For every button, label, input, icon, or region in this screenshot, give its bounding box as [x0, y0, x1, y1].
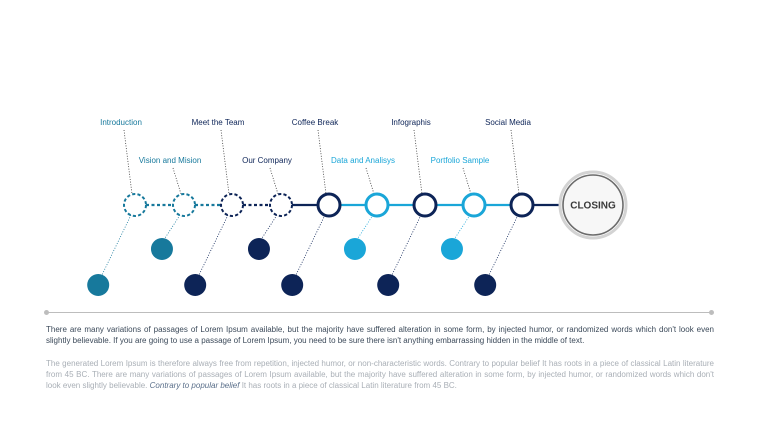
timeline-dot: [247, 238, 270, 260]
timeline-node: [269, 193, 293, 217]
timeline-label: Introduction: [100, 118, 142, 127]
timeline-dot: [377, 274, 400, 296]
label-leader: [413, 129, 423, 195]
timeline-label: Coffee Break: [292, 118, 340, 127]
dot-leader: [198, 214, 229, 277]
timeline-label: Our Company: [242, 156, 292, 165]
dot-leader: [488, 214, 519, 277]
divider-dot-right: [709, 310, 714, 315]
timeline-node: [509, 192, 535, 218]
timeline-label: Infographis: [391, 118, 431, 127]
timeline-node: [172, 193, 196, 217]
secondary-paragraph: The generated Lorem Ipsum is therefore a…: [46, 358, 714, 391]
timeline-label: Data and Analisys: [331, 156, 395, 165]
secondary-paragraph-italic: Contrary to popular belief: [149, 381, 240, 390]
timeline-node: [123, 193, 147, 217]
dot-leader: [295, 214, 326, 277]
dot-leader: [356, 214, 374, 241]
timeline-dot: [440, 238, 463, 260]
timeline-dot: [281, 274, 304, 296]
timeline-dot: [87, 274, 110, 296]
timeline-label: Portfolio Sample: [431, 156, 490, 165]
label-leader: [220, 129, 230, 195]
dot-leader: [260, 214, 278, 241]
timeline-dot: [184, 274, 207, 296]
secondary-paragraph-main: The generated Lorem Ipsum is therefore a…: [46, 359, 714, 390]
timeline-node: [316, 192, 342, 218]
divider-dot-left: [44, 310, 49, 315]
closing-circle: [562, 174, 624, 236]
label-leader: [172, 167, 182, 195]
timeline-dot: [150, 238, 173, 260]
body-paragraph: There are many variations of passages of…: [46, 325, 714, 345]
timeline-label: Vision and Mision: [139, 156, 202, 165]
divider-line: [46, 312, 712, 313]
dot-leader: [453, 214, 471, 241]
label-leader: [510, 129, 520, 195]
timeline-dot: [474, 274, 497, 296]
timeline-label: Meet the Team: [192, 118, 245, 127]
timeline-node: [412, 192, 438, 218]
dot-leader: [101, 214, 132, 277]
closing-label: CLOSING: [570, 201, 616, 212]
dot-leader: [163, 214, 181, 241]
timeline-node: [364, 192, 390, 218]
timeline-dot: [343, 238, 366, 260]
secondary-paragraph-tail: It has roots in a piece of classical Lat…: [239, 381, 457, 390]
timeline-label: Social Media: [485, 118, 531, 127]
label-leader: [365, 167, 375, 195]
timeline-node: [461, 192, 487, 218]
timeline-node: [220, 193, 244, 217]
label-leader: [269, 167, 279, 195]
label-leader: [317, 129, 327, 195]
label-leader: [462, 167, 472, 195]
dot-leader: [391, 214, 422, 277]
label-leader: [123, 129, 133, 195]
